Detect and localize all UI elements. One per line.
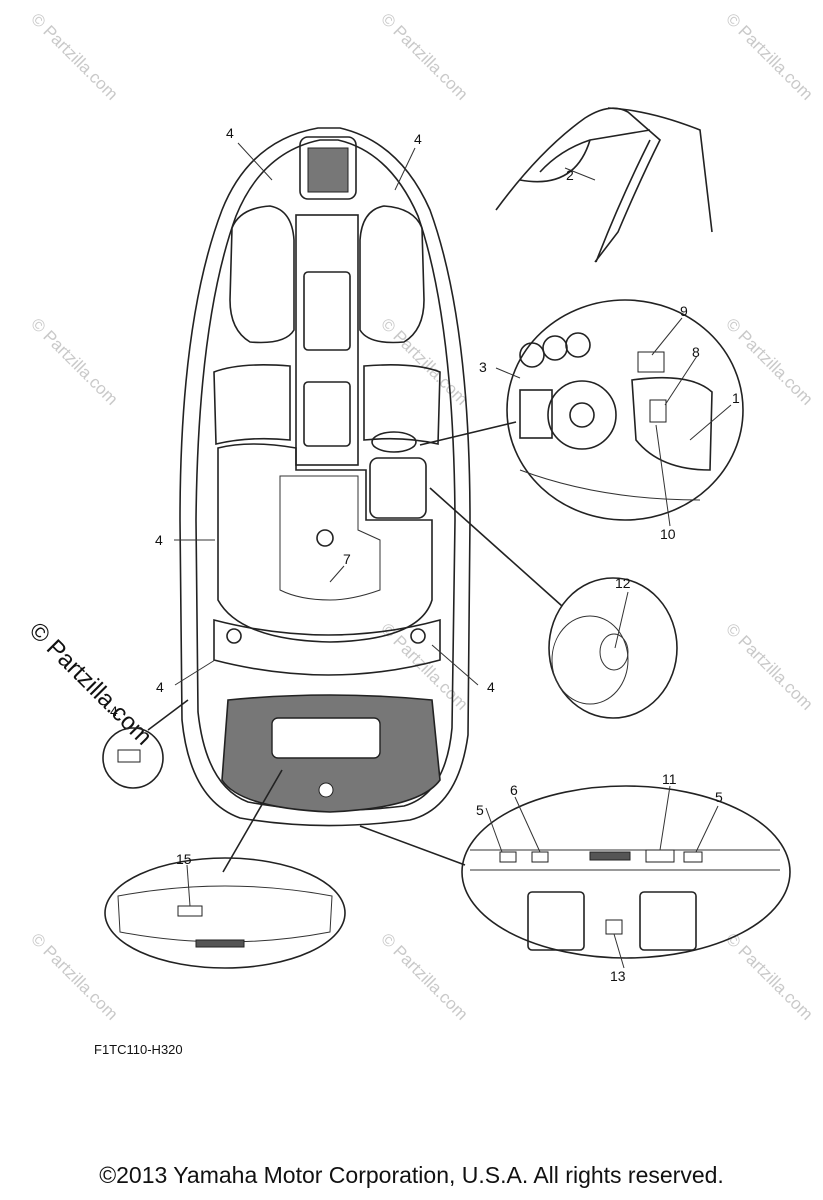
wakeboard-tower [495,107,713,263]
callout-5: 5 [476,802,484,818]
callout-10: 10 [660,526,676,542]
watermark: © Partzilla.com [722,9,816,103]
callout-4: 4 [487,679,495,695]
callout-4: 4 [156,679,164,695]
leader-lines [147,142,732,969]
callout-13: 13 [610,968,626,984]
dash-detail-view [506,299,744,521]
boat-hull [179,127,471,827]
callout-8: 8 [692,344,700,360]
storage-detail-view [548,577,678,719]
callout-2: 2 [566,167,574,183]
callout-4: 4 [155,532,163,548]
callout-12: 12 [615,575,631,591]
watermark: © Partzilla.com [722,619,816,713]
callout-1: 1 [732,390,740,406]
watermark-dark: © Partzilla.com [24,617,157,750]
callout-5: 5 [715,789,723,805]
watermark: © Partzilla.com [377,9,471,103]
side-detail-view [102,727,164,789]
watermark: © Partzilla.com [377,929,471,1023]
callout-9: 9 [680,303,688,319]
callout-3: 3 [479,359,487,375]
hatch-detail-view [104,857,346,969]
watermark-layer: © Partzilla.com © Partzilla.com © Partzi… [24,9,817,1023]
transom-detail-view [461,785,791,959]
callout-labels: 4 4 2 9 8 3 1 10 4 7 12 4 4 4 6 11 5 5 1… [110,125,740,984]
watermark: © Partzilla.com [27,929,121,1023]
diagram-code: F1TC110-H320 [94,1042,183,1057]
callout-6: 6 [510,782,518,798]
callout-15: 15 [176,851,192,867]
watermark: © Partzilla.com [722,929,816,1023]
callout-11: 11 [662,771,677,787]
watermark: © Partzilla.com [27,314,121,408]
callout-4: 4 [414,131,422,147]
callout-7: 7 [343,551,351,567]
watermark: © Partzilla.com [27,9,121,103]
callout-4: 4 [110,703,118,719]
callout-4: 4 [226,125,234,141]
copyright-notice: ©2013 Yamaha Motor Corporation, U.S.A. A… [99,1162,724,1188]
